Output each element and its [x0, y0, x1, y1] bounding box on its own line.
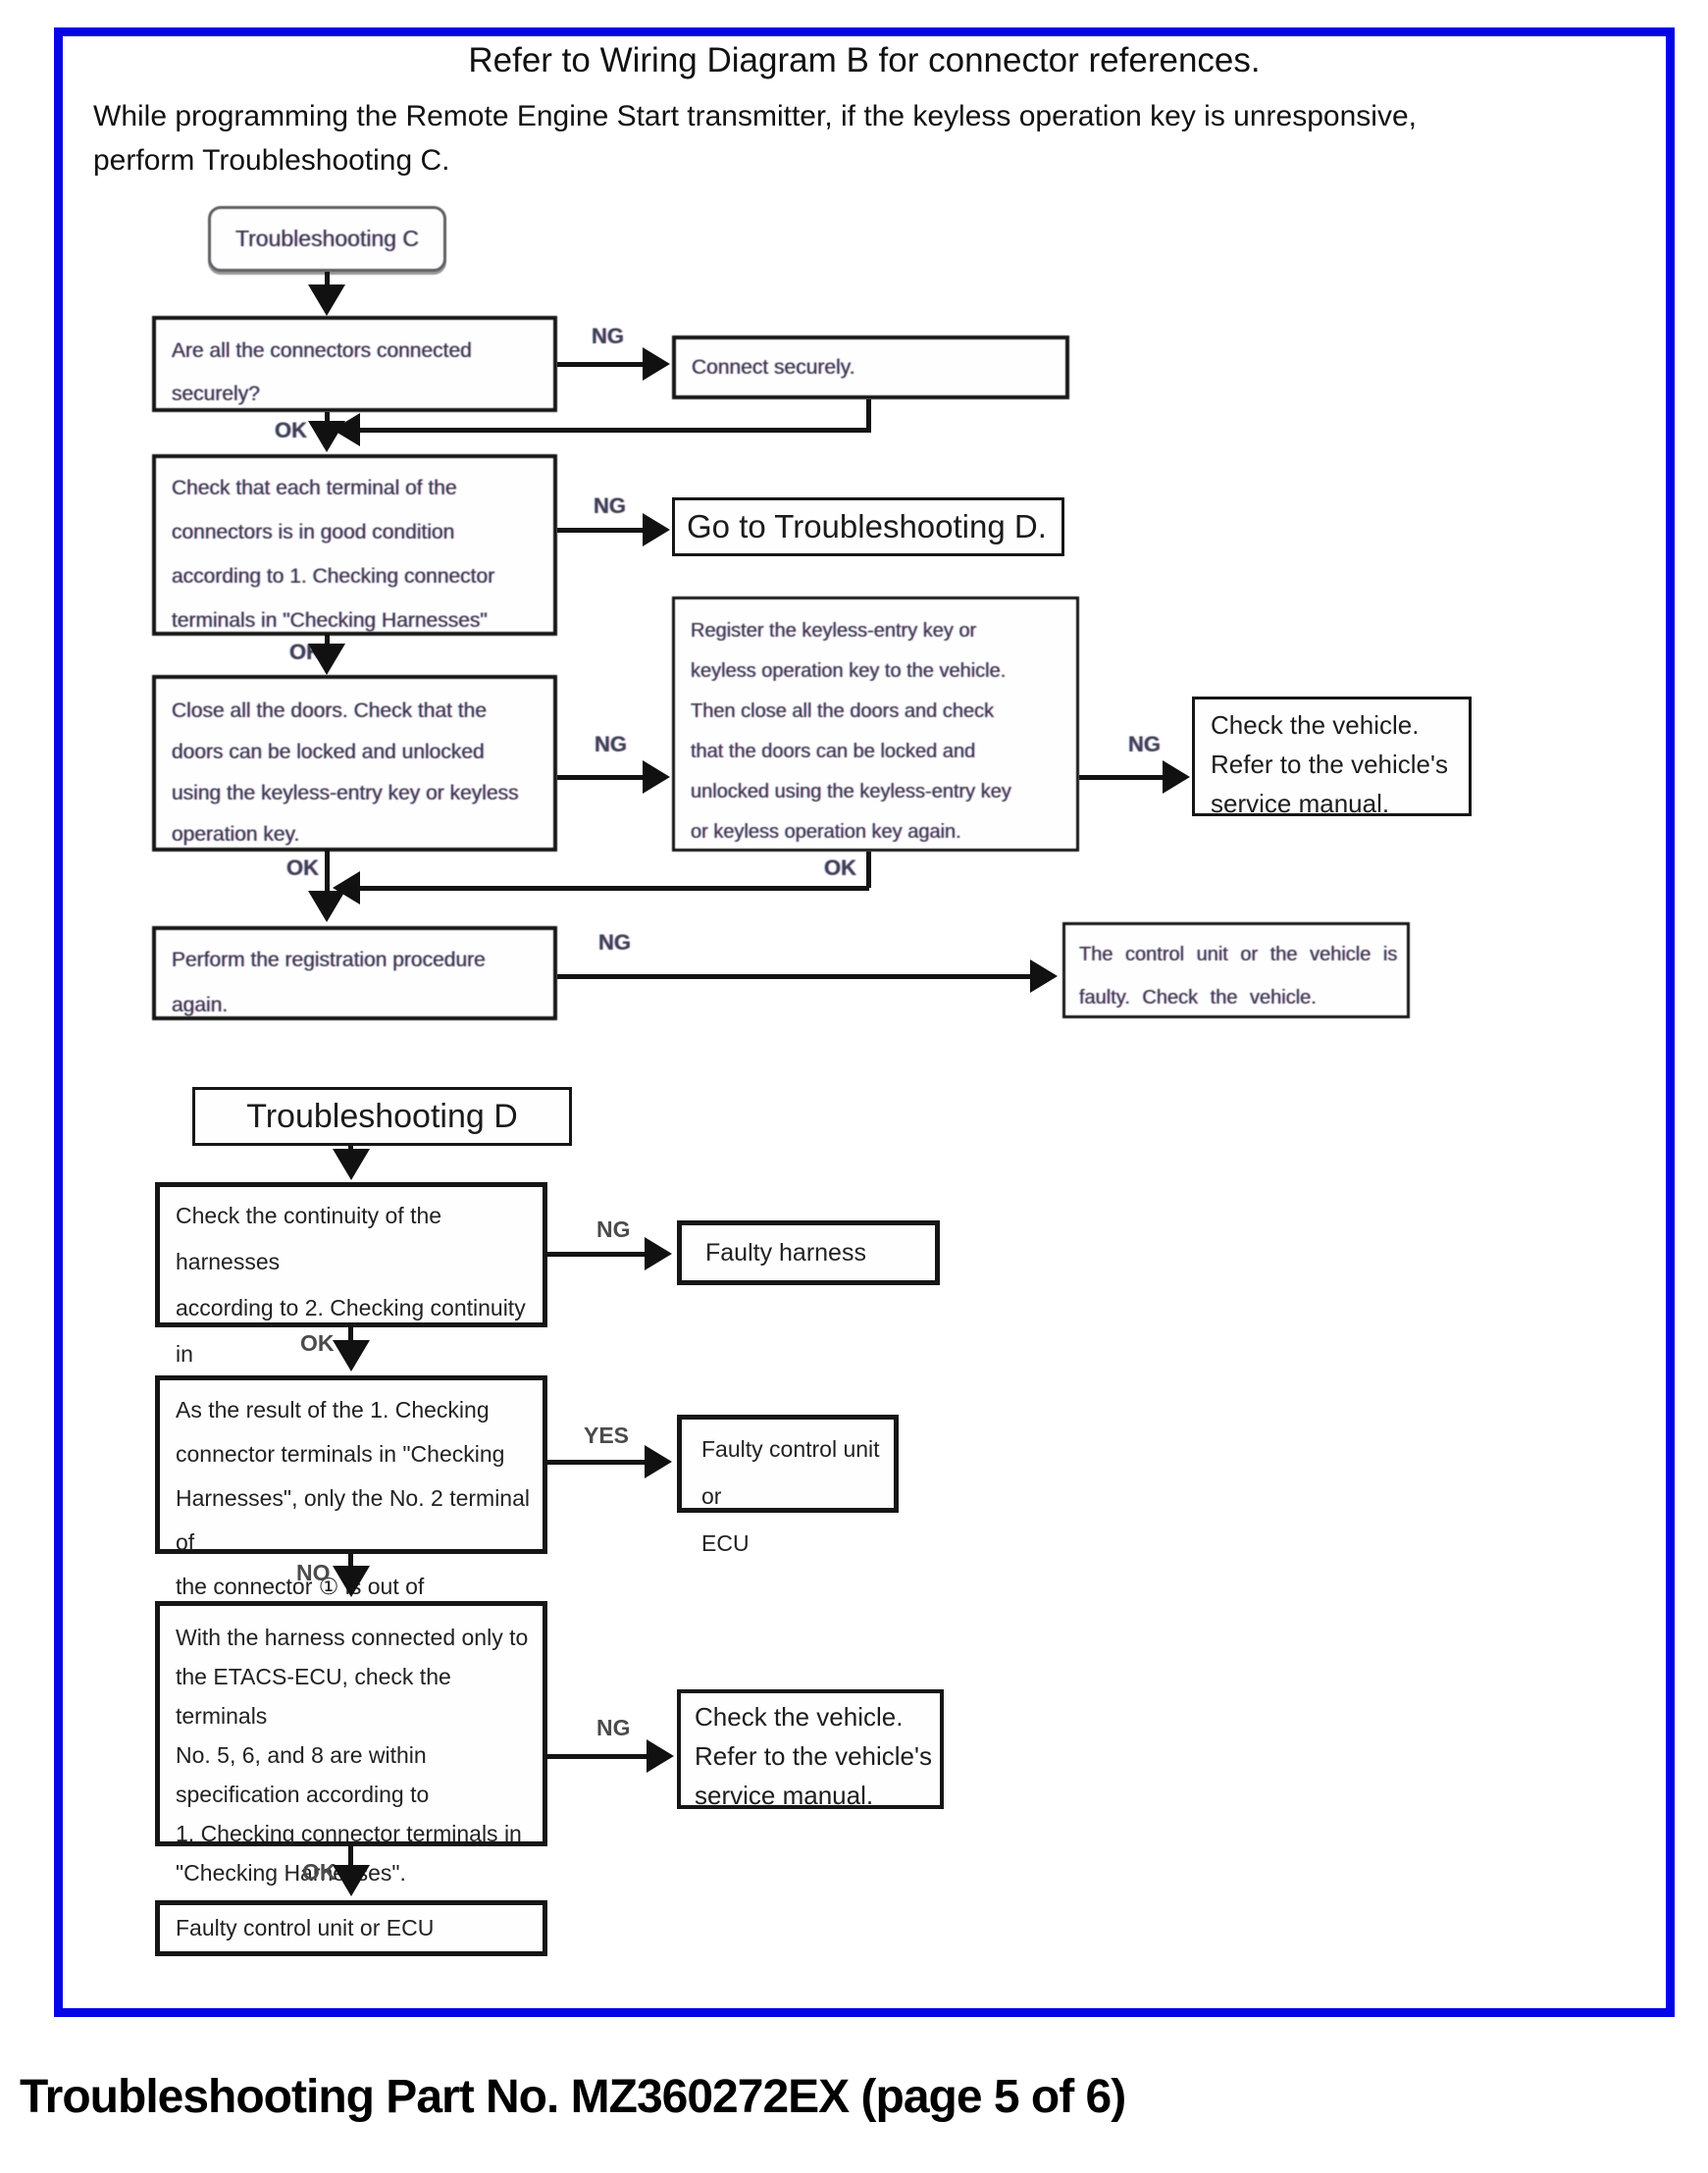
question-no2-terminal-out-of-spec: As the result of the 1. Checking connect…: [155, 1375, 547, 1643]
arrow-down-icon: [333, 1566, 370, 1597]
connector-line: [547, 1460, 646, 1465]
question-doors-lock-unlock: Close all the doors. Check that the door…: [152, 675, 557, 852]
action-check-vehicle-2: Check the vehicle. Refer to the vehicle'…: [677, 1689, 944, 1810]
label-yes: YES: [584, 1423, 630, 1448]
arrow-down-icon: [333, 1340, 370, 1371]
connector-line: [866, 852, 871, 888]
label-ng: NG: [592, 324, 624, 348]
label-ng: NG: [1128, 732, 1161, 756]
arrow-right-icon: [1163, 760, 1190, 794]
arrow-right-icon: [643, 513, 670, 546]
action-faulty-control-unit-final: Faulty control unit or ECU: [155, 1900, 547, 1956]
connector-line: [557, 775, 646, 780]
arrow-down-icon: [308, 285, 345, 316]
label-ok: OK: [286, 855, 319, 880]
connector-line: [557, 974, 1030, 979]
label-ng: NG: [595, 732, 627, 756]
action-register-keyless-key: Register the keyless-entry key or keyles…: [672, 596, 1079, 852]
connector-line: [547, 1754, 647, 1759]
connector-line: [1079, 775, 1165, 780]
action-connect-securely: Connect securely.: [672, 336, 1069, 399]
connector-line: [557, 528, 646, 533]
arrow-down-icon: [333, 1865, 370, 1896]
question-etacs-terminals: With the harness connected only to the E…: [155, 1601, 547, 1886]
intro-text: While programming the Remote Engine Star…: [93, 100, 1417, 177]
arrow-down-icon: [308, 644, 345, 675]
label-ok: OK: [300, 1330, 335, 1356]
arrow-right-icon: [647, 1739, 674, 1773]
label-no: NO: [296, 1560, 331, 1585]
connector-line: [325, 634, 330, 646]
arrow-down-icon: [308, 421, 345, 452]
question-terminal-condition: Check that each terminal of the connecto…: [152, 454, 557, 636]
action-control-unit-faulty: The control unit or the vehicle is fault…: [1062, 922, 1410, 1018]
label-ng: NG: [594, 493, 626, 518]
arrow-down-icon: [308, 891, 345, 922]
page-title: Refer to Wiring Diagram B for connector …: [468, 41, 1261, 79]
arrow-down-icon: [333, 1149, 370, 1180]
arrow-right-icon: [643, 347, 670, 381]
action-faulty-harness: Faulty harness: [677, 1220, 940, 1285]
label-ok: OK: [275, 418, 307, 442]
connector-line: [325, 412, 330, 424]
label-ng: NG: [596, 1715, 631, 1740]
connector-line: [325, 850, 330, 895]
connector-line: [348, 1554, 353, 1567]
question-registration-procedure: Perform the registration procedure again…: [152, 926, 557, 1020]
connector-line: [325, 272, 330, 286]
connector-line: [557, 362, 646, 367]
connector-line: [348, 1327, 353, 1341]
blue-border-frame: [54, 27, 1675, 2017]
label-ng: NG: [598, 930, 631, 955]
action-faulty-control-unit-or-ecu: Faulty control unit or ECU: [677, 1415, 899, 1556]
question-connectors-connected: Are all the connectors connected securel…: [152, 316, 557, 412]
connector-line: [348, 1846, 353, 1866]
action-go-to-troubleshooting-d: Go to Troubleshooting D.: [672, 497, 1064, 556]
arrow-right-icon: [645, 1445, 672, 1478]
arrow-right-icon: [643, 760, 670, 794]
arrow-right-icon: [645, 1237, 672, 1270]
connector-line: [339, 886, 869, 891]
connector-line: [339, 428, 869, 433]
label-ok: OK: [302, 1859, 336, 1885]
arrow-right-icon: [1030, 959, 1058, 993]
connector-line: [866, 399, 871, 433]
connector-line: [547, 1252, 646, 1257]
label-ok: OK: [824, 855, 856, 880]
flowchart-title-troubleshooting-d: Troubleshooting D: [192, 1087, 572, 1146]
action-check-vehicle-1: Check the vehicle. Refer to the vehicle'…: [1192, 697, 1472, 818]
question-harness-continuity: Check the continuity of the harnesses ac…: [155, 1182, 547, 1413]
label-ng: NG: [596, 1216, 631, 1242]
flowchart-start-troubleshooting-c: Troubleshooting C: [208, 206, 446, 272]
page-footer-part-number: Troubleshooting Part No. MZ360272EX (pag…: [20, 2071, 1126, 2123]
